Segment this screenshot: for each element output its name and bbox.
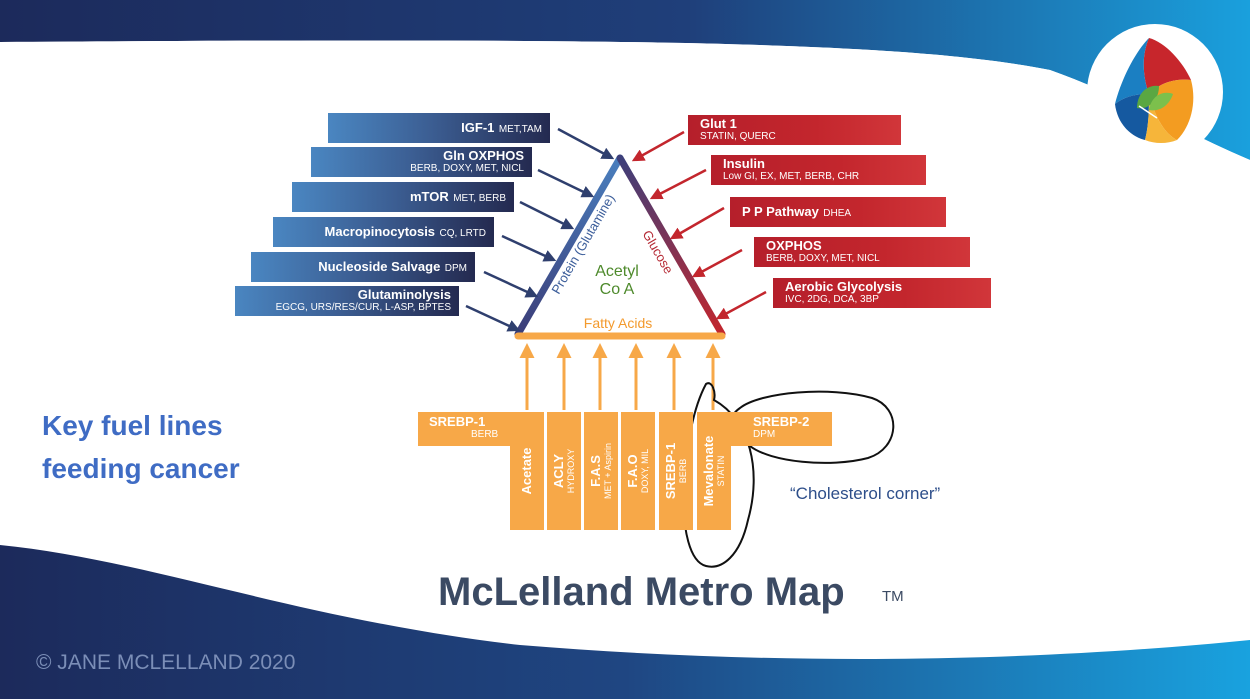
column-sub-label: STATIN — [716, 455, 726, 487]
coa-label: Co A — [599, 281, 635, 298]
srebp2-sub-label: DPM — [753, 429, 776, 440]
left-bar-gln-oxphos: Gln OXPHOS BERB, DOXY, MET, NICL — [311, 147, 532, 177]
bottom-band — [0, 545, 1250, 699]
bar-drug-label: CQ, LRTD — [439, 228, 487, 239]
right-bar-insulin: Insulin Low GI, EX, MET, BERB, CHR — [711, 155, 926, 185]
bar-main-label: Gln OXPHOS — [443, 148, 524, 163]
column-main-label: Acetate — [519, 447, 534, 495]
bar-drug-label: MET,TAM — [498, 124, 542, 135]
left-bar-igf1: IGF-1 MET,TAM — [328, 113, 550, 143]
bar-drug-label: MET, BERB — [453, 193, 506, 204]
headline-line1: Key fuel lines — [42, 410, 223, 441]
srebp2-bar: SREBP-2 DPM — [731, 412, 832, 446]
bar-sub-label: BERB, DOXY, MET, NICL — [410, 163, 524, 174]
acetyl-label: Acetyl — [595, 263, 639, 280]
arrow-oxphos — [691, 248, 743, 278]
trademark-mark: TM — [882, 588, 904, 605]
cholesterol-corner-note: “Cholesterol corner” — [790, 484, 941, 503]
bar-main-label: Glut 1 — [700, 116, 737, 131]
bar-sub-label: IVC, 2DG, DCA, 3BP — [785, 294, 879, 305]
bar-sub-label: BERB, DOXY, MET, NICL — [766, 253, 880, 264]
column-sub-label: HYDROXY — [566, 448, 576, 494]
copyright-notice: © JANE MCLELLAND 2020 — [36, 651, 296, 674]
headline: Key fuel lines feeding cancer — [42, 404, 240, 490]
bar-sub-label: Low GI, EX, MET, BERB, CHR — [723, 171, 860, 182]
arrow-gln-oxphos — [537, 168, 595, 198]
srebp1-main-label: SREBP-1 — [429, 414, 486, 429]
left-bar-macropinocytosis: Macropinocytosis CQ, LRTD — [273, 217, 494, 247]
left-bar-glutaminolysis: Glutaminolysis EGCG, URS/RES/CUR, L-ASP,… — [235, 286, 459, 316]
bar-main-label: Macropinocytosis — [324, 224, 436, 239]
arrow-aerobic-glycolysis — [715, 290, 767, 320]
right-bar-glut1: Glut 1 STATIN, QUERC — [688, 115, 901, 145]
bar-main-label: P P Pathway — [742, 204, 819, 219]
column-main-label: F.A.S — [588, 455, 603, 487]
column-acetate: Acetate — [510, 412, 544, 530]
srebp2-main-label: SREBP-2 — [753, 414, 810, 429]
triangle-base-label: Fatty Acids — [583, 315, 653, 331]
arrow-pp-pathway — [669, 206, 725, 240]
arrow-macropinocytosis — [501, 234, 557, 262]
bar-sub-label: EGCG, URS/RES/CUR, L-ASP, BPTES — [275, 302, 451, 313]
triangle-right-side — [616, 154, 726, 338]
column-main-label: Mevalonate — [701, 435, 716, 507]
column-main-label: ACLY — [551, 453, 566, 489]
bar-sub-label: STATIN, QUERC — [700, 131, 776, 142]
bar-main-label: Nucleoside Salvage — [318, 259, 441, 274]
bar-main-label: OXPHOS — [766, 238, 822, 253]
logo-icon — [1087, 24, 1223, 160]
column-sub-label: MET + Aspirin — [603, 442, 613, 500]
bar-drug-label: DHEA — [823, 208, 852, 219]
column-sub-label: BERB — [678, 458, 688, 484]
right-bar-pp-pathway: P P Pathway DHEA — [730, 197, 946, 227]
bar-drug-label: DPM — [444, 263, 467, 274]
bar-main-label: Aerobic Glycolysis — [785, 279, 903, 294]
arrow-insulin — [649, 168, 707, 200]
arrow-glut1 — [631, 130, 685, 162]
left-bar-nucleoside-salvage: Nucleoside Salvage DPM — [251, 252, 475, 282]
column-main-label: SREBP-1 — [663, 442, 678, 500]
arrow-nucleoside-salvage — [483, 270, 539, 298]
bar-main-label: Glutaminolysis — [357, 287, 451, 302]
srebp1-sub-label: BERB — [471, 429, 499, 440]
arrow-igf1 — [557, 127, 615, 160]
map-title: McLelland Metro Map — [438, 570, 845, 614]
column-sub-label: DOXY, MIL — [640, 448, 650, 494]
bar-main-label: IGF-1 — [461, 120, 495, 135]
column-main-label: F.A.O — [625, 454, 640, 488]
arrow-mtor — [519, 200, 575, 230]
bar-main-label: Insulin — [723, 156, 765, 171]
bar-main-label: mTOR — [409, 189, 449, 204]
triangle-left-side — [514, 154, 624, 338]
headline-line2: feeding cancer — [42, 453, 240, 484]
right-bar-aerobic-glycolysis: Aerobic Glycolysis IVC, 2DG, DCA, 3BP — [773, 278, 991, 308]
arrow-glutaminolysis — [465, 304, 521, 332]
top-band — [0, 0, 1250, 160]
left-bar-mtor: mTOR MET, BERB — [292, 182, 514, 212]
right-bar-oxphos: OXPHOS BERB, DOXY, MET, NICL — [754, 237, 970, 267]
